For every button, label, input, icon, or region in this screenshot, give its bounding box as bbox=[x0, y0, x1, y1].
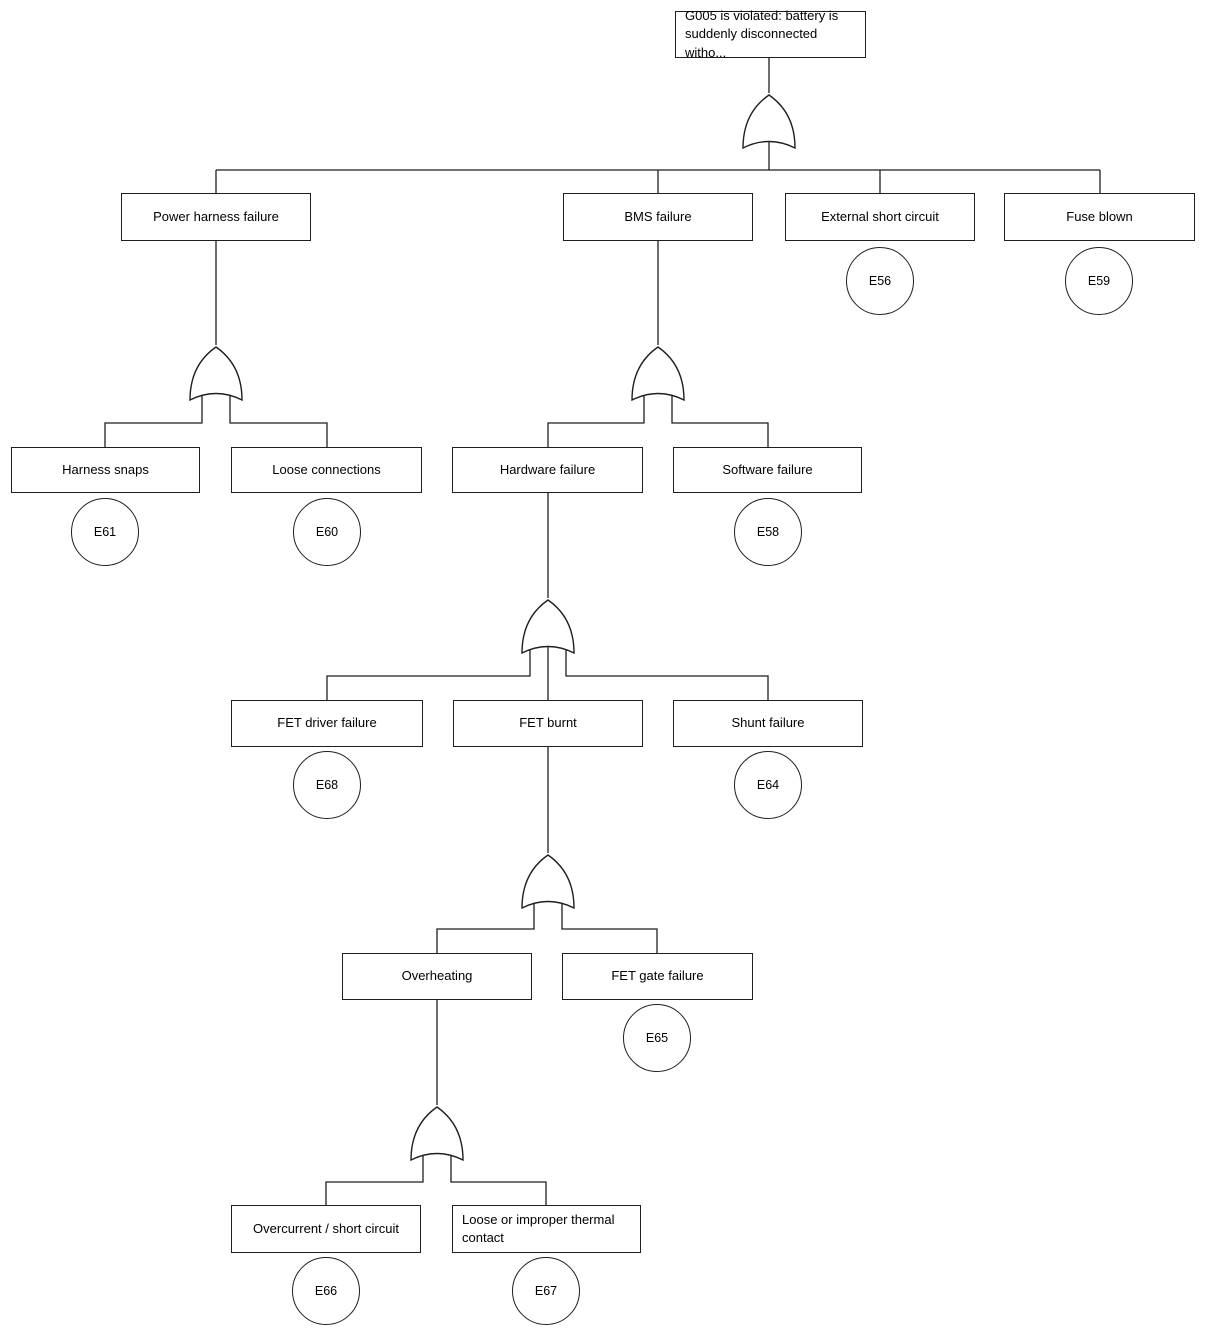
node-top-event[interactable]: G005 is violated: battery is suddenly di… bbox=[675, 8, 866, 60]
event-id-label: E68 bbox=[315, 778, 339, 792]
node-label: Software failure bbox=[722, 461, 813, 477]
node-label: External short circuit bbox=[821, 208, 939, 224]
event-id-label: E60 bbox=[315, 525, 339, 539]
node-overcurrent-short-circuit[interactable]: Overcurrent / short circuit bbox=[231, 1205, 421, 1253]
node-label: Shunt failure bbox=[731, 715, 805, 731]
node-external-short-circuit[interactable]: External short circuit bbox=[785, 193, 975, 241]
basic-event-e61[interactable]: E61 bbox=[71, 498, 139, 566]
node-software-failure[interactable]: Software failure bbox=[673, 447, 862, 493]
node-bms-failure[interactable]: BMS failure bbox=[563, 193, 753, 241]
event-id-label: E56 bbox=[868, 274, 892, 288]
node-label: FET gate failure bbox=[611, 968, 704, 984]
event-id-label: E64 bbox=[756, 778, 780, 792]
or-gate-hardware bbox=[521, 599, 575, 655]
node-label: Power harness failure bbox=[153, 208, 279, 224]
node-fet-gate-failure[interactable]: FET gate failure bbox=[562, 953, 753, 1000]
connector-lines bbox=[104, 58, 1101, 1205]
node-fuse-blown[interactable]: Fuse blown bbox=[1004, 193, 1195, 241]
node-shunt-failure[interactable]: Shunt failure bbox=[673, 700, 863, 747]
event-id-label: E61 bbox=[93, 525, 117, 539]
node-power-harness-failure[interactable]: Power harness failure bbox=[121, 193, 311, 241]
node-label: G005 is violated: battery is suddenly di… bbox=[685, 8, 839, 60]
node-label: Harness snaps bbox=[62, 461, 149, 477]
event-id-label: E65 bbox=[645, 1031, 669, 1045]
basic-event-e60[interactable]: E60 bbox=[293, 498, 361, 566]
node-label: Hardware failure bbox=[499, 461, 596, 477]
or-gate-top bbox=[742, 94, 796, 150]
or-gate-power-harness bbox=[189, 346, 243, 402]
node-label: Overcurrent / short circuit bbox=[253, 1220, 399, 1236]
node-label: Overheating bbox=[401, 968, 473, 984]
basic-event-e64[interactable]: E64 bbox=[734, 751, 802, 819]
node-label: BMS failure bbox=[624, 208, 692, 224]
event-id-label: E67 bbox=[534, 1284, 558, 1298]
node-label: Loose or improper thermal contact bbox=[462, 1211, 615, 1245]
node-label: Loose connections bbox=[272, 461, 381, 477]
basic-event-e67[interactable]: E67 bbox=[512, 1257, 580, 1325]
basic-event-e58[interactable]: E58 bbox=[734, 498, 802, 566]
node-label: FET driver failure bbox=[277, 715, 377, 731]
node-overheating[interactable]: Overheating bbox=[342, 953, 532, 1000]
node-label: FET burnt bbox=[519, 715, 577, 731]
node-loose-thermal-contact[interactable]: Loose or improper thermal contact bbox=[452, 1205, 641, 1253]
node-fet-driver-failure[interactable]: FET driver failure bbox=[231, 700, 423, 747]
event-id-label: E58 bbox=[756, 525, 780, 539]
node-label: Fuse blown bbox=[1066, 208, 1133, 224]
basic-event-e66[interactable]: E66 bbox=[292, 1257, 360, 1325]
or-gate-fet-burnt bbox=[521, 854, 575, 910]
basic-event-e59[interactable]: E59 bbox=[1065, 247, 1133, 315]
node-fet-burnt[interactable]: FET burnt bbox=[453, 700, 643, 747]
event-id-label: E66 bbox=[314, 1284, 338, 1298]
basic-event-e68[interactable]: E68 bbox=[293, 751, 361, 819]
node-loose-connections[interactable]: Loose connections bbox=[231, 447, 422, 493]
node-harness-snaps[interactable]: Harness snaps bbox=[11, 447, 200, 493]
event-id-label: E59 bbox=[1087, 274, 1111, 288]
basic-event-e56[interactable]: E56 bbox=[846, 247, 914, 315]
node-hardware-failure[interactable]: Hardware failure bbox=[452, 447, 643, 493]
basic-event-e65[interactable]: E65 bbox=[623, 1004, 691, 1072]
or-gate-overheating bbox=[410, 1106, 464, 1162]
or-gate-bms bbox=[631, 346, 685, 402]
